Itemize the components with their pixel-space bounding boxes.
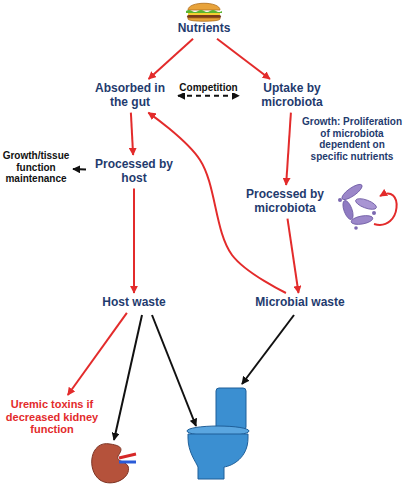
bacteria-icon xyxy=(338,182,378,230)
text-node: Growth/tissue function maintenance xyxy=(2,150,70,185)
text-node: Absorbed in the gut xyxy=(85,82,175,110)
flow-arrow xyxy=(133,189,135,293)
text-node: Microbial waste xyxy=(255,296,344,310)
waste-to-kidney-arrow xyxy=(114,315,142,440)
flow-arrow xyxy=(131,113,133,155)
node-text: Growth/tissue function maintenance xyxy=(2,150,70,185)
flow-arrow xyxy=(73,168,86,171)
host-waste-to-toilet-arrow xyxy=(152,315,196,426)
microbial-waste-to-toilet-arrow xyxy=(242,315,294,384)
node-text: Microbial waste xyxy=(255,296,344,310)
flow-arrow xyxy=(68,313,127,395)
kidney-icon xyxy=(92,444,136,483)
flow-arrow xyxy=(149,39,193,79)
node-text: Absorbed in the gut xyxy=(85,82,175,110)
node-text: Host waste xyxy=(102,296,165,310)
text-node: Processed by host xyxy=(89,158,179,186)
flow-arrow xyxy=(286,113,291,185)
node-text: Processed by microbiota xyxy=(240,188,330,216)
burger-icon xyxy=(186,3,222,21)
text-node: Uptake by microbiota xyxy=(242,82,342,110)
text-node: Growth: Proliferation of microbiota depe… xyxy=(302,116,402,162)
node-text: Uptake by microbiota xyxy=(242,82,342,110)
text-node: Uremic toxins if decreased kidney functi… xyxy=(2,398,102,436)
flow-arrow xyxy=(217,39,270,79)
flow-arrow xyxy=(178,95,239,97)
edge-label: Competition xyxy=(177,82,239,93)
toilet-icon xyxy=(187,388,249,479)
node-text: Nutrients xyxy=(178,22,231,36)
flow-arrow xyxy=(287,219,298,293)
node-text: Growth: Proliferation of microbiota depe… xyxy=(302,116,402,162)
text-node: Host waste xyxy=(102,296,165,310)
node-text: Processed by host xyxy=(89,158,179,186)
node-text: Uremic toxins if decreased kidney functi… xyxy=(2,398,102,436)
text-node: Processed by microbiota xyxy=(240,188,330,216)
text-node: Nutrients xyxy=(178,22,231,36)
growth-loop-arrow xyxy=(374,194,397,225)
